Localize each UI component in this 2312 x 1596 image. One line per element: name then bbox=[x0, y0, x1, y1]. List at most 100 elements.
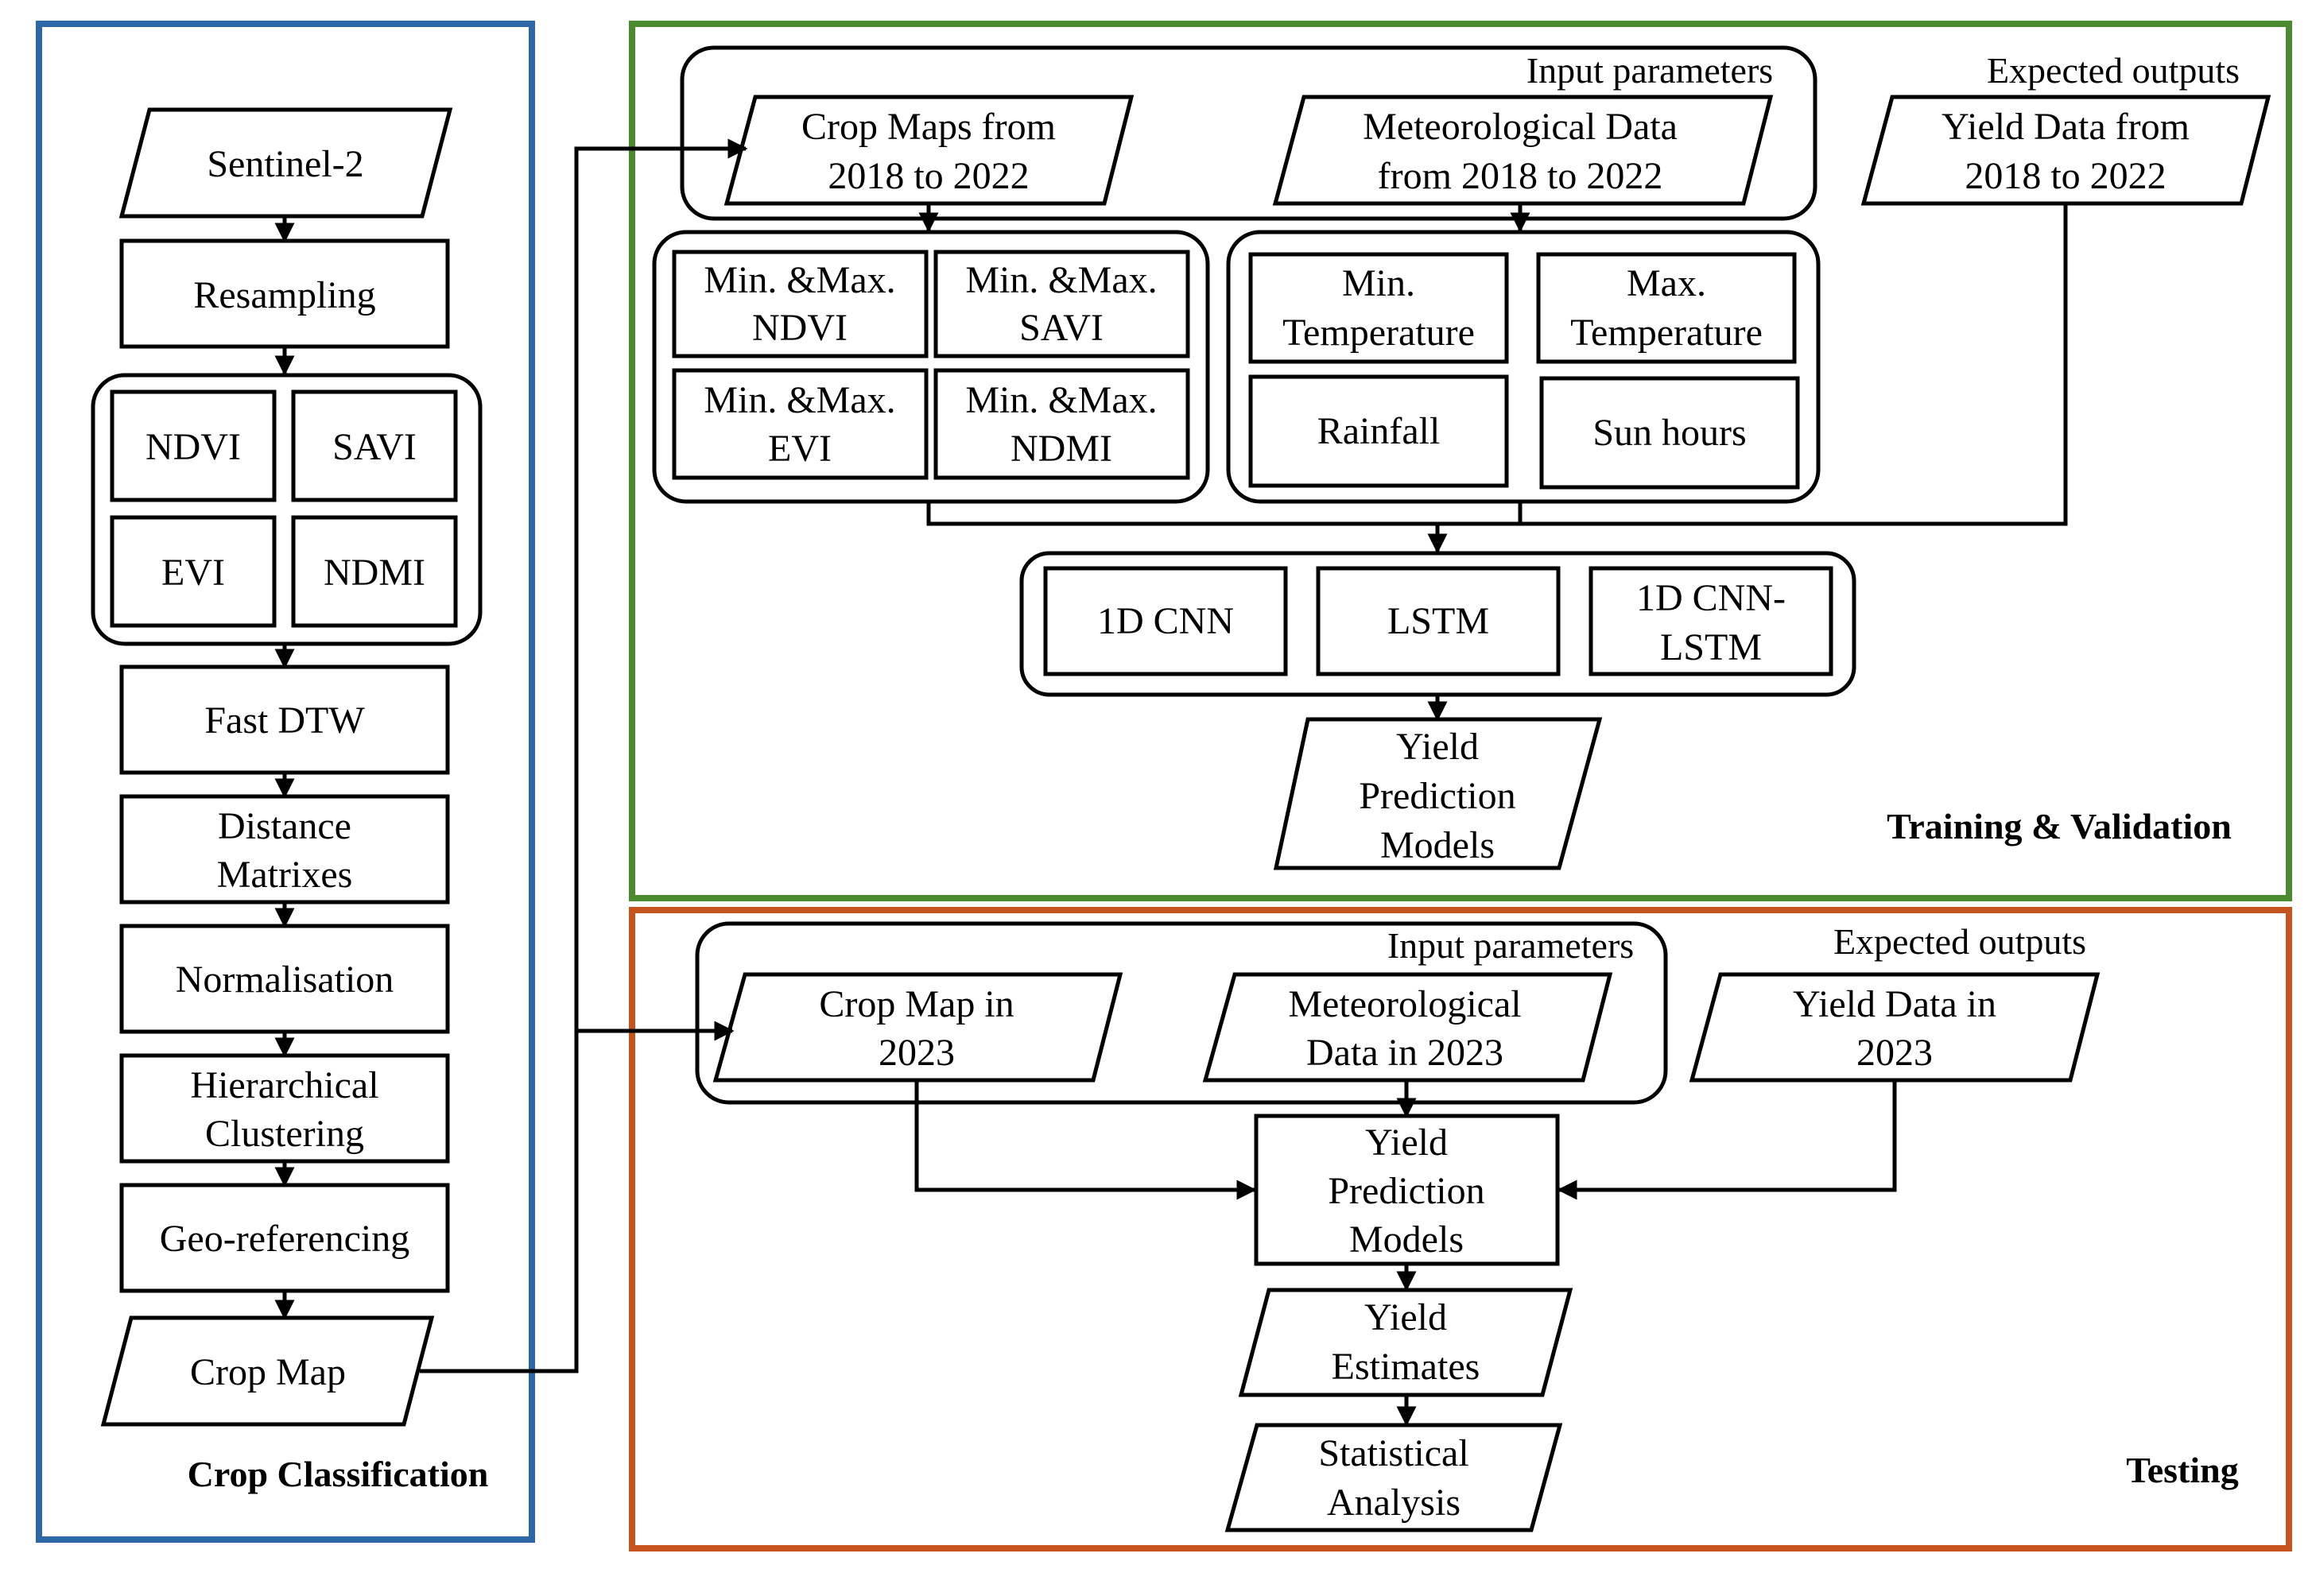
crop-classification-frame bbox=[36, 21, 535, 1543]
minmax-ndmi-label-1: Min. &Max. bbox=[965, 379, 1157, 421]
minmax-evi-node bbox=[672, 368, 929, 480]
min-temperature-node bbox=[1248, 252, 1509, 364]
statistical-analysis-node bbox=[1224, 1423, 1563, 1532]
sun-hours-label: Sun hours bbox=[1592, 412, 1746, 454]
training-input-parameters-label: Input parameters bbox=[1526, 50, 1773, 91]
savi-node bbox=[291, 389, 458, 502]
connector-vegetation-models bbox=[926, 502, 1437, 526]
crop-classification-title: Crop Classification bbox=[188, 1454, 489, 1494]
ndmi-label: NDMI bbox=[324, 552, 425, 594]
cnn-node bbox=[1043, 566, 1288, 676]
statistical-analysis-label-2: Analysis bbox=[1327, 1482, 1461, 1524]
evi-label: EVI bbox=[161, 552, 225, 594]
testing-crop-map-node bbox=[712, 972, 1123, 1083]
testing-yield-prediction-models-label-2: Prediction bbox=[1328, 1170, 1484, 1212]
yield-estimates-label-2: Estimates bbox=[1332, 1346, 1480, 1388]
testing-crop-map-label-1: Crop Map in bbox=[819, 983, 1014, 1025]
geo-referencing-label: Geo-referencing bbox=[160, 1218, 409, 1260]
arrow-cropmap-testing bbox=[574, 1021, 735, 1371]
training-yield-prediction-models-label-3: Models bbox=[1380, 824, 1495, 866]
training-meteorological-label-2: from 2018 to 2022 bbox=[1378, 155, 1663, 197]
training-meteorological-node bbox=[1272, 95, 1774, 206]
training-yield-prediction-models-label-2: Prediction bbox=[1359, 775, 1515, 817]
indices-group bbox=[91, 373, 483, 646]
arrow-testing-yield-models bbox=[1557, 1080, 1897, 1200]
yield-estimates-label-1: Yield bbox=[1364, 1296, 1447, 1338]
minmax-ndvi-label-1: Min. &Max. bbox=[704, 259, 895, 301]
testing-yield-data-label-2: 2023 bbox=[1856, 1032, 1933, 1074]
minmax-ndmi-label-2: NDMI bbox=[1011, 428, 1112, 470]
testing-title: Testing bbox=[2126, 1450, 2238, 1490]
training-input-parameters-group bbox=[680, 45, 1817, 221]
testing-yield-prediction-models-label-1: Yield bbox=[1365, 1121, 1448, 1164]
testing-expected-outputs-label: Expected outputs bbox=[1833, 921, 2086, 962]
savi-label: SAVI bbox=[332, 426, 417, 468]
testing-yield-data-node bbox=[1689, 972, 2101, 1083]
minmax-ndvi-node bbox=[672, 250, 929, 358]
cnn-label: 1D CNN bbox=[1097, 600, 1234, 642]
rainfall-label: Rainfall bbox=[1317, 410, 1441, 452]
training-yield-prediction-models-label-1: Yield bbox=[1396, 726, 1479, 768]
distance-matrixes-label-1: Distance bbox=[218, 805, 351, 847]
yield-estimates-node bbox=[1238, 1288, 1573, 1397]
sentinel-2-label: Sentinel-2 bbox=[207, 143, 363, 185]
min-temperature-label-1: Min. bbox=[1342, 262, 1415, 304]
minmax-ndvi-label-2: NDVI bbox=[752, 307, 848, 349]
testing-meteorological-label-2: Data in 2023 bbox=[1306, 1032, 1503, 1074]
max-temperature-label-1: Max. bbox=[1627, 262, 1706, 304]
ndvi-label: NDVI bbox=[145, 426, 241, 468]
training-yield-data-label-1: Yield Data from bbox=[1942, 106, 2190, 148]
training-yield-data-node bbox=[1860, 95, 2271, 206]
statistical-analysis-label-1: Statistical bbox=[1318, 1432, 1468, 1474]
meteorological-features-group bbox=[1226, 230, 1821, 504]
training-yield-data-label-2: 2018 to 2022 bbox=[1965, 155, 2166, 197]
minmax-savi-label-2: SAVI bbox=[1019, 307, 1104, 349]
minmax-savi-label-1: Min. &Max. bbox=[965, 259, 1157, 301]
distance-matrixes-label-2: Matrixes bbox=[217, 854, 353, 896]
training-validation-title: Training & Validation bbox=[1887, 806, 2232, 846]
training-crop-maps-label-2: 2018 to 2022 bbox=[828, 155, 1029, 197]
minmax-evi-label-1: Min. &Max. bbox=[704, 379, 895, 421]
max-temperature-node bbox=[1536, 252, 1797, 364]
training-expected-outputs-label: Expected outputs bbox=[1987, 50, 2240, 91]
training-meteorological-label-1: Meteorological Data bbox=[1363, 106, 1678, 148]
minmax-evi-label-2: EVI bbox=[768, 428, 832, 470]
ndvi-node bbox=[110, 389, 277, 502]
sentinel-2-node bbox=[118, 107, 453, 219]
sun-hours-node bbox=[1539, 376, 1800, 490]
arrow-cropmap-training bbox=[420, 138, 748, 1373]
training-crop-maps-label-1: Crop Maps from bbox=[801, 106, 1056, 148]
testing-crop-map-label-2: 2023 bbox=[879, 1032, 955, 1074]
normalisation-label: Normalisation bbox=[176, 959, 394, 1001]
testing-meteorological-label-1: Meteorological bbox=[1288, 983, 1521, 1025]
cnn-lstm-label-1: 1D CNN- bbox=[1636, 577, 1786, 619]
cnn-lstm-label-2: LSTM bbox=[1660, 626, 1762, 668]
minmax-ndmi-node bbox=[933, 368, 1190, 480]
crop-map-label: Crop Map bbox=[190, 1351, 346, 1393]
arrow-testing-cropmap-models bbox=[914, 1080, 1257, 1200]
hierarchical-clustering-label-1: Hierarchical bbox=[190, 1064, 378, 1106]
connector-yield-models bbox=[1437, 203, 2068, 526]
ndmi-node bbox=[291, 515, 458, 628]
hierarchical-clustering-label-2: Clustering bbox=[205, 1113, 364, 1155]
evi-node bbox=[110, 515, 277, 628]
max-temperature-label-2: Temperature bbox=[1570, 312, 1763, 354]
lstm-node bbox=[1316, 566, 1561, 676]
testing-frame bbox=[629, 907, 2292, 1551]
testing-meteorological-node bbox=[1202, 972, 1613, 1083]
testing-yield-data-label-1: Yield Data in bbox=[1793, 983, 1996, 1025]
training-validation-frame bbox=[629, 21, 2292, 901]
crop-map-node bbox=[100, 1315, 435, 1427]
training-crop-maps-node bbox=[723, 95, 1135, 206]
fast-dtw-label: Fast DTW bbox=[204, 699, 365, 742]
training-yield-prediction-models-node bbox=[1273, 717, 1603, 870]
testing-input-parameters-group bbox=[695, 921, 1668, 1105]
min-temperature-label-2: Temperature bbox=[1282, 312, 1475, 354]
resampling-label: Resampling bbox=[193, 274, 375, 316]
rainfall-node bbox=[1248, 374, 1509, 488]
lstm-label: LSTM bbox=[1387, 600, 1489, 642]
minmax-savi-node bbox=[933, 250, 1190, 358]
testing-yield-prediction-models-label-3: Models bbox=[1349, 1218, 1464, 1261]
testing-input-parameters-label: Input parameters bbox=[1387, 925, 1634, 966]
